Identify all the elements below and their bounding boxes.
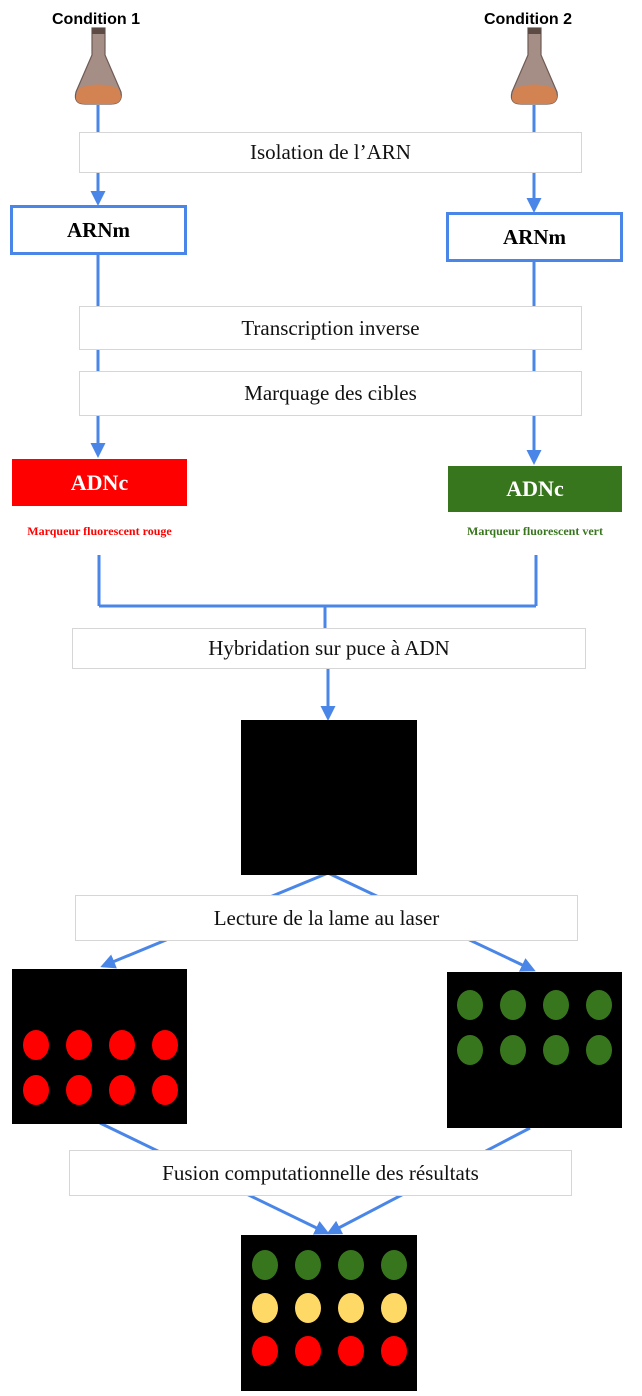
- array-spot-green: [252, 1250, 278, 1280]
- step-marquage: Marquage des cibles: [79, 371, 582, 416]
- cdna-box-red: ADNc: [12, 459, 187, 506]
- microarray-chip: [241, 720, 417, 875]
- array-spot-green: [500, 1035, 526, 1065]
- array-spot-red: [23, 1030, 49, 1060]
- array-spot-green: [295, 1250, 321, 1280]
- array-spot-green: [381, 1250, 407, 1280]
- array-spot-green: [586, 1035, 612, 1065]
- array-spot-yellow: [295, 1293, 321, 1323]
- array-spot-red: [66, 1075, 92, 1105]
- array-spot-red: [252, 1336, 278, 1366]
- step-transcription: Transcription inverse: [79, 306, 582, 350]
- array-spot-green: [457, 1035, 483, 1065]
- array-spot-green: [500, 990, 526, 1020]
- array-spot-yellow: [338, 1293, 364, 1323]
- array-spot-green: [586, 990, 612, 1020]
- step-hybridation: Hybridation sur puce à ADN: [72, 628, 586, 669]
- array-spot-yellow: [252, 1293, 278, 1323]
- mrna-box-condition-1: ARNm: [10, 205, 187, 255]
- array-spot-red: [152, 1030, 178, 1060]
- step-isolation: Isolation de l’ARN: [79, 132, 582, 173]
- cdna-box-green: ADNc: [448, 466, 622, 512]
- green-scan-panel: [447, 972, 622, 1128]
- step-fusion: Fusion computationnelle des résultats: [69, 1150, 572, 1196]
- array-spot-green: [457, 990, 483, 1020]
- condition-2-label: Condition 2: [484, 11, 572, 28]
- array-spot-red: [381, 1336, 407, 1366]
- array-spot-red: [338, 1336, 364, 1366]
- marker-green-label: Marqueur fluorescent vert: [467, 524, 603, 538]
- array-spot-green: [543, 990, 569, 1020]
- array-spot-red: [23, 1075, 49, 1105]
- array-spot-green: [338, 1250, 364, 1280]
- flask-icon-condition-1: [74, 27, 122, 105]
- step-lecture: Lecture de la lame au laser: [75, 895, 578, 941]
- array-spot-green: [543, 1035, 569, 1065]
- red-scan-panel: [12, 969, 187, 1124]
- array-spot-red: [66, 1030, 92, 1060]
- array-spot-yellow: [381, 1293, 407, 1323]
- array-spot-red: [109, 1030, 135, 1060]
- marker-red-label: Marqueur fluorescent rouge: [27, 524, 172, 538]
- merged-result-panel: [241, 1235, 417, 1391]
- array-spot-red: [152, 1075, 178, 1105]
- array-spot-red: [295, 1336, 321, 1366]
- mrna-box-condition-2: ARNm: [446, 212, 623, 262]
- array-spot-red: [109, 1075, 135, 1105]
- condition-1-label: Condition 1: [52, 11, 140, 28]
- flask-icon-condition-2: [510, 27, 558, 105]
